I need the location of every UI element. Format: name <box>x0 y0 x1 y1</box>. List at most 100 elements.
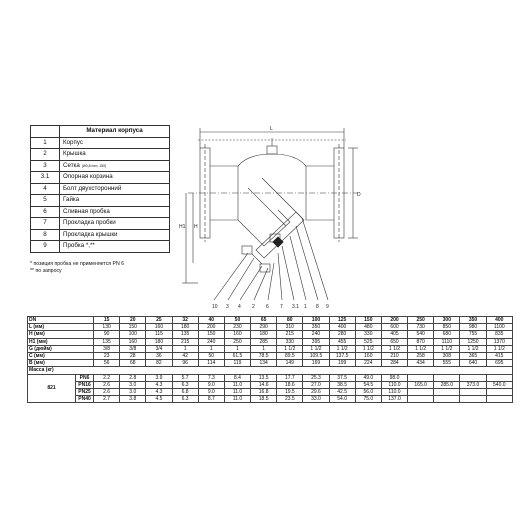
mass-cell: 4.5 <box>145 395 173 404</box>
dimension-cell: 1 1/2 <box>380 344 409 354</box>
dimension-cell: 3/8 <box>119 344 147 354</box>
dimension-cell: 330 <box>354 330 382 339</box>
dimension-cell: 258 <box>407 352 435 361</box>
pn-label: PN40 <box>74 395 95 404</box>
dimension-cell: 1 1/2 <box>354 344 382 354</box>
dimension-cell: 240 <box>197 337 225 346</box>
mass-cell: 4.3 <box>145 380 173 390</box>
dimension-cell: 1 1/2 <box>459 344 487 354</box>
material-name: Крышка <box>63 150 86 157</box>
mass-cell <box>459 373 487 382</box>
materials-header-row: Материал корпуса <box>30 125 170 138</box>
dimension-label: G (дюйм) <box>26 344 95 354</box>
dn-cell: 150 <box>354 315 382 325</box>
mass-cell: 9.0 <box>197 380 225 390</box>
dimension-cell: 1 1/2 <box>328 344 356 354</box>
dimension-cell: 695 <box>485 359 514 368</box>
dimension-cell: 3/8 <box>93 344 121 354</box>
mass-cell: 27.0 <box>302 380 330 390</box>
dimension-cell: 540 <box>407 330 435 339</box>
dimension-cell: 3/4 <box>145 344 173 354</box>
dimension-cell: 210 <box>380 352 409 361</box>
material-name-cell: Крышка <box>59 148 170 161</box>
material-name: Пробка *,** <box>63 242 95 249</box>
dimension-cell: 395 <box>302 337 330 346</box>
dimension-cell: 640 <box>459 359 487 368</box>
mass-cell <box>433 373 461 382</box>
mass-label-row: Масса (кг) <box>27 366 513 375</box>
dn-label: DN <box>26 315 95 325</box>
material-num: 6 <box>30 205 60 218</box>
callout-label: 9 <box>326 304 329 310</box>
material-name-cell: Прокладка пробки <box>59 217 170 230</box>
mass-cell: 7.3 <box>197 373 225 382</box>
mass-cell: 98.0 <box>380 373 409 382</box>
mass-cell: 54.0 <box>328 395 356 404</box>
dimension-cell: 250 <box>223 337 252 346</box>
mass-cell: 56.0 <box>354 388 382 397</box>
dimension-cell: 1 <box>197 344 225 354</box>
mass-cell <box>485 388 514 397</box>
dn-cell: 300 <box>433 315 461 325</box>
dimension-cell: 230 <box>223 323 252 332</box>
material-name-cell: Опорная корзина <box>59 171 170 184</box>
mass-cell: 2.2 <box>93 373 121 382</box>
dimension-cell: 96 <box>171 359 199 368</box>
material-num: 2 <box>30 148 60 161</box>
dn-cell: 15 <box>93 315 121 325</box>
dimension-cell: 78.5 <box>250 352 278 361</box>
dn-cell: 32 <box>171 315 199 325</box>
material-num: 1 <box>30 136 60 149</box>
footnote-2: ** по запросу <box>30 268 62 274</box>
mass-cell: 33.0 <box>302 395 330 404</box>
mass-cell: 49.0 <box>354 373 382 382</box>
mass-cell <box>433 395 461 404</box>
dimension-cell: 365 <box>459 352 487 361</box>
pn-label: PN6 <box>74 373 95 382</box>
mass-cell: 37.5 <box>328 373 356 382</box>
dimension-cell: 525 <box>354 337 382 346</box>
dn-cell: 25 <box>145 315 173 325</box>
callout-label: 6 <box>266 304 269 310</box>
materials-header: Материал корпуса <box>59 125 170 138</box>
mass-cell: 14.6 <box>250 380 278 390</box>
callout-label: 4 <box>238 304 241 310</box>
material-name-cell: Прокладка крышки <box>59 228 170 241</box>
dimension-label: L (мм) <box>26 323 95 332</box>
dimension-cell: 1 1/2 <box>302 344 330 354</box>
dimension-cell: 215 <box>171 337 199 346</box>
dimension-cell: 555 <box>433 359 461 368</box>
mass-cell: 137.0 <box>380 395 409 404</box>
dimension-cell: 1370 <box>485 337 514 346</box>
dimension-cell: 150 <box>119 323 147 332</box>
mass-cell: 3.8 <box>119 395 147 404</box>
callout-label: 2 <box>252 304 255 310</box>
material-name: Прокладка пробки <box>63 219 116 226</box>
mass-cell: 110.0 <box>380 380 409 390</box>
dimension-cell: 130 <box>93 323 121 332</box>
mass-cell <box>485 395 514 404</box>
material-num: 7 <box>30 217 60 230</box>
dimension-cell: 455 <box>328 337 356 346</box>
dimension-cell: 135 <box>93 337 121 346</box>
dimension-cell: 134 <box>250 359 278 368</box>
mass-cell: 2.6 <box>93 380 121 390</box>
callout-label: 10 <box>212 304 218 310</box>
dimension-cell: 160 <box>354 352 382 361</box>
material-num: 3 <box>30 159 60 172</box>
mass-cell: 285.0 <box>433 380 461 390</box>
dimension-cell: 1 1/2 <box>407 344 435 354</box>
dim-label-l: L <box>270 126 273 132</box>
dimension-cell: 680 <box>433 330 461 339</box>
dimension-cell: 150 <box>197 330 225 339</box>
material-name-cell: Болт двухсторонний <box>59 182 170 195</box>
dimension-cell: 169 <box>302 359 330 368</box>
mass-cell: 2.7 <box>93 395 121 404</box>
